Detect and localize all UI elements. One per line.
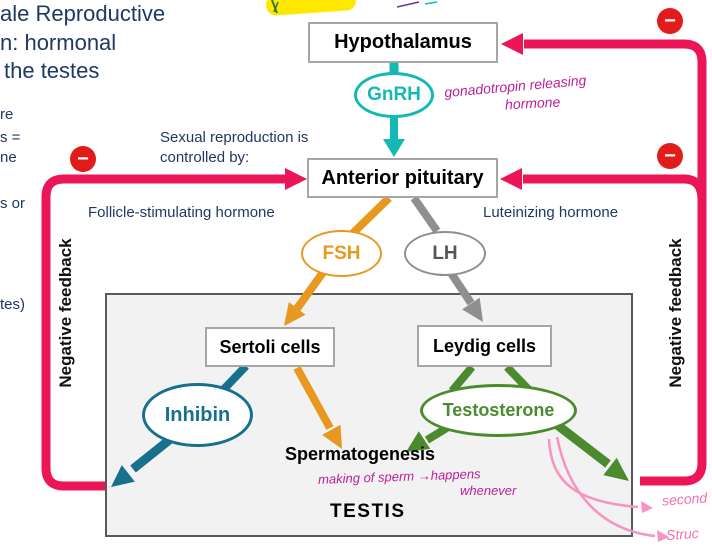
pen-marks	[271, 0, 438, 14]
gnrh-ellipse: GnRH	[354, 72, 434, 118]
handwritten-pointer-curves	[547, 436, 669, 542]
arrowhead-fsh-to-sertoli	[284, 302, 306, 326]
arrowhead-to-anterior-pituitary-left	[285, 168, 307, 190]
leydig-cells-box: Leydig cells	[417, 325, 552, 367]
sertoli-cells-box: Sertoli cells	[205, 327, 335, 367]
negative-feedback-label-left: Negative feedback	[56, 238, 75, 388]
left-text-fragment: s =	[0, 129, 21, 146]
arrowhead-testosterone-to-feedback	[603, 457, 629, 481]
negative-feedback-label-right: Negative feedback	[666, 238, 685, 388]
left-text-fragment: re	[0, 106, 14, 123]
arrowhead-to-anterior-pituitary-right	[500, 168, 522, 190]
left-text-fragment: tes)	[0, 296, 26, 313]
leydig-cells-label: Leydig cells	[432, 335, 537, 356]
handwriting-second: second	[661, 489, 708, 509]
inhibin-label: Inhibin	[164, 403, 231, 426]
lh-label: LH	[432, 242, 458, 264]
anterior-pituitary-label: Anterior pituitary	[321, 166, 484, 189]
testis-label: TESTIS	[330, 501, 406, 522]
minus-badge-top-right: −	[657, 8, 683, 34]
anterior-pituitary-box: Anterior pituitary	[307, 158, 498, 198]
arrowhead-lh-to-leydig	[462, 297, 483, 322]
minus-sign: −	[664, 145, 676, 167]
caption-line2: controlled by:	[160, 149, 250, 166]
lh-ellipse: LH	[404, 231, 486, 276]
arrowhead-to-struc-note	[657, 530, 669, 542]
lh-full-name: Luteinizing hormone	[483, 204, 619, 221]
spermatogenesis-label: Spermatogenesis	[285, 444, 436, 464]
sertoli-cells-label: Sertoli cells	[219, 336, 321, 357]
negative-feedback-right-path	[500, 33, 707, 486]
slide-title-line3: the testes	[4, 58, 100, 83]
arrowhead-sertoli-to-spermatogenesis	[322, 424, 342, 449]
slide-title-line1: ale Reproductive	[0, 1, 166, 26]
left-text-fragment: s or	[0, 195, 26, 212]
handwriting-sperm-line2: whenever	[460, 483, 517, 498]
hypothalamus-box: Hypothalamus	[308, 22, 498, 63]
caption-line1: Sexual reproduction is	[160, 129, 309, 146]
lh-arrows	[410, 195, 483, 322]
inhibin-arrows	[111, 363, 249, 487]
arrowhead-gnrh-to-pituitary	[383, 139, 405, 157]
hypothalamus-label: Hypothalamus	[334, 31, 472, 53]
testosterone-ellipse: Testosterone	[420, 384, 577, 437]
fsh-label: FSH	[322, 242, 361, 264]
fsh-ellipse: FSH	[301, 230, 382, 277]
arrowhead-to-second-note	[641, 501, 653, 513]
handwriting-struc: Struc	[665, 524, 700, 544]
minus-sign: −	[77, 148, 89, 170]
slide-title-line2: n: hormonal	[0, 30, 117, 55]
minus-sign: −	[664, 10, 676, 32]
gnrh-label: GnRH	[367, 84, 421, 105]
handwriting-gnrh-line2: hormone	[504, 93, 561, 113]
arrowhead-inhibin-to-feedback	[111, 465, 135, 487]
minus-badge-left: −	[70, 146, 96, 172]
testosterone-label: Testosterone	[442, 400, 555, 420]
arrowhead-testosterone-to-spermatogenesis	[406, 431, 431, 452]
left-text-fragment: ne	[0, 149, 17, 166]
fsh-arrows	[284, 195, 392, 449]
inhibin-ellipse: Inhibin	[142, 383, 253, 447]
negative-feedback-left-path	[41, 168, 307, 491]
minus-badge-mid-right: −	[657, 143, 683, 169]
fsh-full-name: Follicle-stimulating hormone	[88, 204, 275, 221]
arrowhead-to-hypothalamus	[501, 33, 523, 55]
